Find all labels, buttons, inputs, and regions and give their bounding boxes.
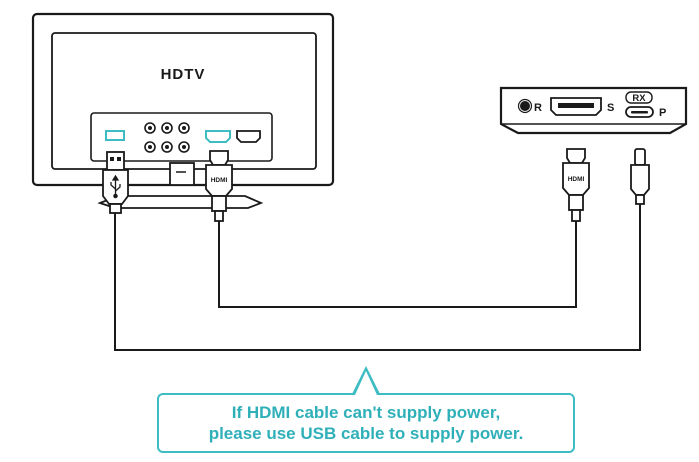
tv-hdmi-plug [205, 150, 233, 222]
tv-label: HDTV [161, 66, 206, 83]
tv-port-panel [90, 112, 273, 162]
rx-badge-label: RX [632, 93, 646, 104]
tv-usb-port [105, 130, 125, 141]
tv-stand-neck [169, 162, 195, 186]
usbc-plug [630, 148, 650, 205]
callout-line-1: If HDMI cable can't supply power, [231, 403, 501, 422]
usb-cable [114, 203, 641, 351]
callout-line-2: please use USB cable to supply power. [208, 424, 524, 443]
rx-badge [625, 91, 653, 104]
hdmi-cable [218, 221, 577, 308]
power-note-callout: If HDMI cable can't supply power, please… [157, 393, 575, 453]
receiver-hdmi-plug-label: HDMI [568, 176, 585, 183]
receiver-port-r [520, 101, 530, 111]
receiver-hdmi-plug [562, 148, 590, 222]
usb-symbol-icon [110, 174, 121, 199]
receiver-port-s-label: S [607, 102, 614, 114]
tv-hdmi-port-active [205, 130, 231, 143]
tv-hdmi-port [236, 130, 261, 143]
receiver-port-r-label: R [534, 102, 542, 114]
tv-hdmi-plug-label: HDMI [211, 177, 228, 184]
callout-pointer-fill [355, 371, 377, 395]
receiver-box: R S RX P [499, 86, 688, 135]
hdtv: HDTV [31, 12, 335, 209]
receiver-port-p-label: P [659, 107, 666, 119]
cables [114, 203, 641, 351]
